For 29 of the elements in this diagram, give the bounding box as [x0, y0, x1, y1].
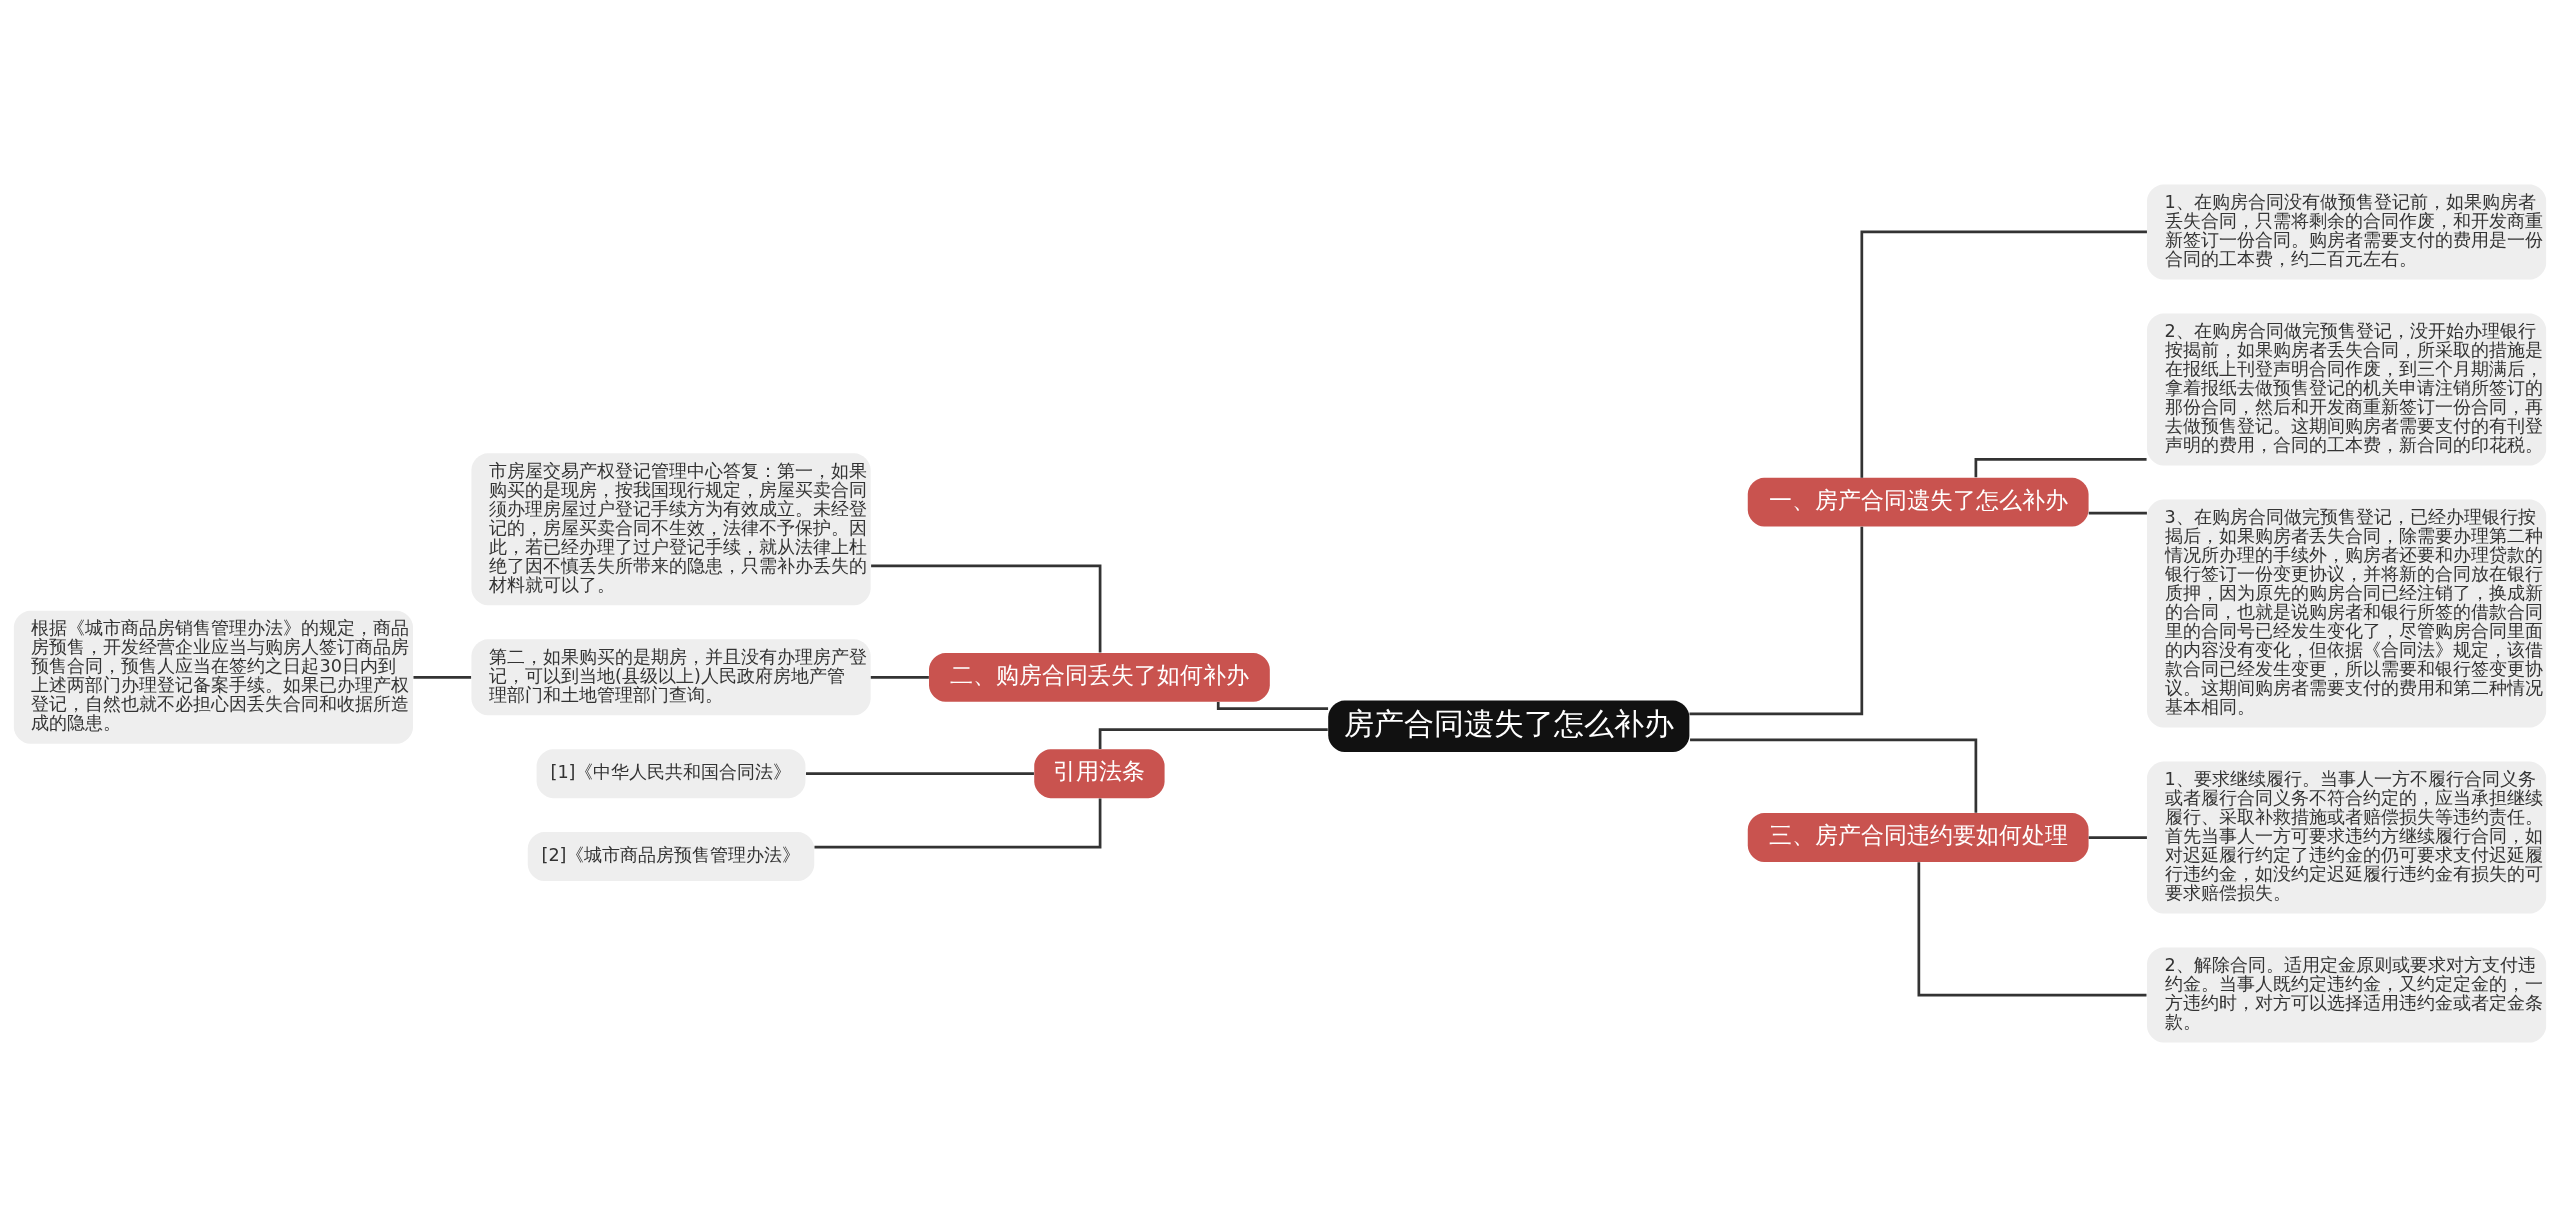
node-box: 三、房产合同违约要如何处理	[1747, 813, 2089, 862]
node-box: 2、在购房合同做完预售登记，没开始办理银行按揭前，如果购房者丢失合同，所采取的措施是在报纸上刊登声明合同作废，到三个月期满后，拿着报纸去做预售登记的机关申请注销所签订的那份合同，然后和开发商重新签订一份合同，再去做预售登记。这期间购房者需要支付的有刊登声明的费用，合同的工本费，新合同的印花税。	[2146, 313, 2547, 466]
connector	[871, 564, 1102, 653]
connector	[1974, 458, 2147, 478]
node-box: 引用法条	[1034, 749, 1165, 799]
node-box: 房产合同遗失了怎么补办	[1328, 700, 1690, 752]
connector	[1860, 230, 2147, 478]
connector	[1917, 862, 2147, 997]
node-box: 2、解除合同。适用定金原则或要求对方支付违约金。当事人既约定违约金，又约定定金的，一方违约时，对方可以选择适用违约金或者定金条款。	[2146, 947, 2547, 1043]
node-box: 1、要求继续履行。当事人一方不履行合同义务或者履行合同义务不符合约定的，应当承担继续履行、采取补救措施或者赔偿损失等违约责任。首先当事人一方可要求违约方继续履行合同，如对迟延履行约定了违约金的仍可要求支付迟延履行违约金，如没约定迟延履行违约金有损失的可要求赔偿损失。	[2146, 761, 2547, 914]
connector	[814, 798, 1102, 849]
connector	[870, 675, 929, 679]
node-box: [2]《城市商品房预售管理办法》	[527, 832, 815, 881]
node-box: 一、房产合同遗失了怎么补办	[1747, 477, 2089, 527]
connector	[1689, 526, 1864, 716]
node-box: [1]《中华人民共和国合同法》	[536, 749, 806, 799]
connector	[1690, 738, 1978, 813]
connector	[1098, 728, 1328, 750]
connector	[413, 675, 472, 679]
connector	[1216, 701, 1329, 710]
node-box: 根据《城市商品房销售管理办法》的规定，商品房预售，开发经营企业应当与购房人签订商品房预售合同，预售人应当在签约之日起30日内到上述两部门办理登记备案手续。如果已办理产权登记，自然也就不必担心因丢失合同和收据所造成的隐患。	[13, 610, 414, 744]
node-box: 1、在购房合同没有做预售登记前，如果购房者丢失合同，只需将剩余的合同作废，和开发商重新签订一份合同。购房者需要支付的费用是一份合同的工本费，约二百元左右。	[2146, 184, 2547, 280]
connector	[2088, 836, 2147, 839]
node-box: 第二，如果购买的是期房，并且没有办理房产登记，可以到当地(县级以上)人民政府房地产管理部门和土地管理部门查询。	[471, 639, 871, 716]
node-box: 市房屋交易产权登记管理中心答复：第一，如果购买的是现房，按我国现行规定，房屋买卖合同须办理房屋过户登记手续方为有效成立。未经登记的，房屋买卖合同不生效，法律不予保护。因此，若已经办理了过户登记手续，就从法律上杜绝了因不慎丢失所带来的隐患，只需补办丢失的材料就可以了。	[471, 453, 871, 606]
node-box: 二、购房合同丢失了如何补办	[929, 652, 1270, 702]
connector	[805, 772, 1034, 776]
connector	[2088, 511, 2147, 515]
node-box: 3、在购房合同做完预售登记，已经办理银行按揭后，如果购房者丢失合同，除需要办理第二种情况所办理的手续外，购房者还要和办理贷款的银行签订一份变更协议，并将新的合同放在银行质押，因为原先的购房合同已经注销了，换成新的合同，也就是说购房者和银行所签的借款合同里的合同号已经发生变化了，尽管购房合同里面的内容没有变化，但依据《合同法》规定，该借款合同已经发生变更，所以需要和银行签变更协议。这期间购房者需要支付的费用和第二种情况基本相同。	[2146, 499, 2547, 728]
